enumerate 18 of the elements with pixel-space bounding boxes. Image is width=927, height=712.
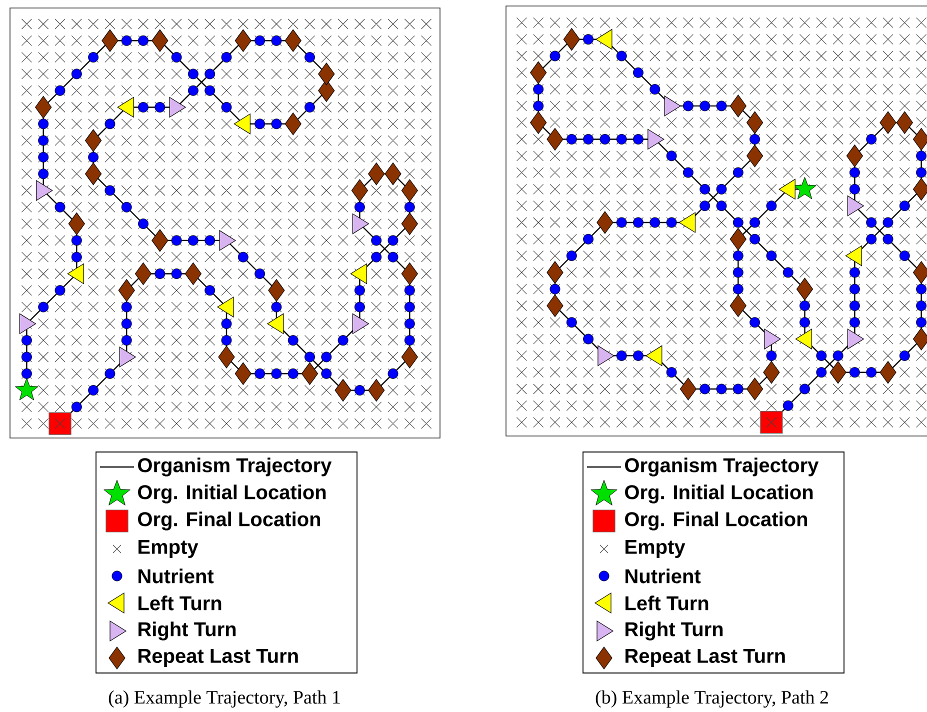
legend-text: Left Turn xyxy=(138,596,222,610)
legend-text: Empty xyxy=(138,540,198,558)
legend-text: Org. Initial Location xyxy=(138,484,326,504)
legend-text: Repeat Last Turn xyxy=(626,649,785,667)
legend-text: Org. Final Location xyxy=(625,512,808,530)
legend-text: Right Turn xyxy=(138,622,236,640)
legend-text: Repeat Last Turn xyxy=(138,649,298,667)
caption: (a) Example Trajectory, Path 1 xyxy=(108,690,340,708)
legend-text: Right Turn xyxy=(626,622,723,640)
legend-text: Nutrient xyxy=(626,568,701,584)
legend-text: Empty xyxy=(626,540,686,558)
legend-text: Left Turn xyxy=(626,596,708,610)
legend-text: Organism Trajectory xyxy=(138,458,332,476)
caption: (b) Example Trajectory, Path 2 xyxy=(596,690,828,708)
legend-text: Organism Trajectory xyxy=(625,458,819,476)
legend-text: Org. Final Location xyxy=(138,512,320,530)
legend-text: Org. Initial Location xyxy=(625,484,813,504)
legend-text: Nutrient xyxy=(138,568,214,584)
